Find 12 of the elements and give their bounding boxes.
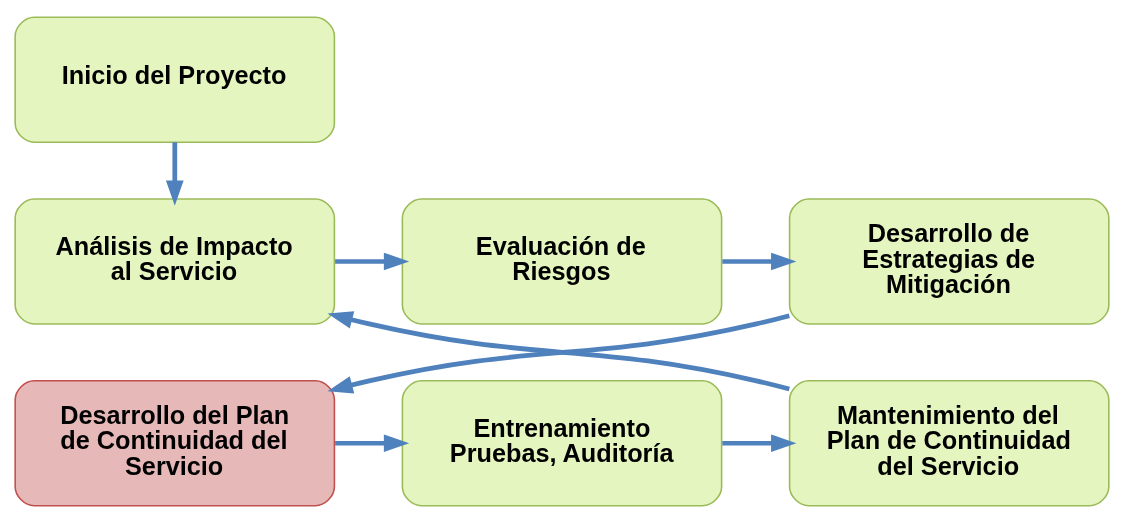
arrow	[165, 142, 184, 206]
node-box: Evaluación de Riesgos	[401, 198, 723, 325]
arrow	[722, 252, 797, 271]
arrow	[335, 252, 410, 271]
arrow	[335, 434, 410, 453]
arrow	[722, 434, 797, 453]
node-box: Desarrollo del Plan de Continuidad del Servicio	[14, 380, 336, 507]
node-box: Entrenamiento Pruebas, Auditoría	[401, 380, 723, 507]
node-box: Inicio del Proyecto	[14, 16, 336, 143]
node-box: Mantenimiento del Plan de Continuidad del Servicio	[788, 380, 1110, 507]
node-box: Análisis de Impacto al Servicio	[14, 198, 336, 325]
node-box: Desarrollo de Estrategias de Mitigación	[788, 198, 1110, 325]
